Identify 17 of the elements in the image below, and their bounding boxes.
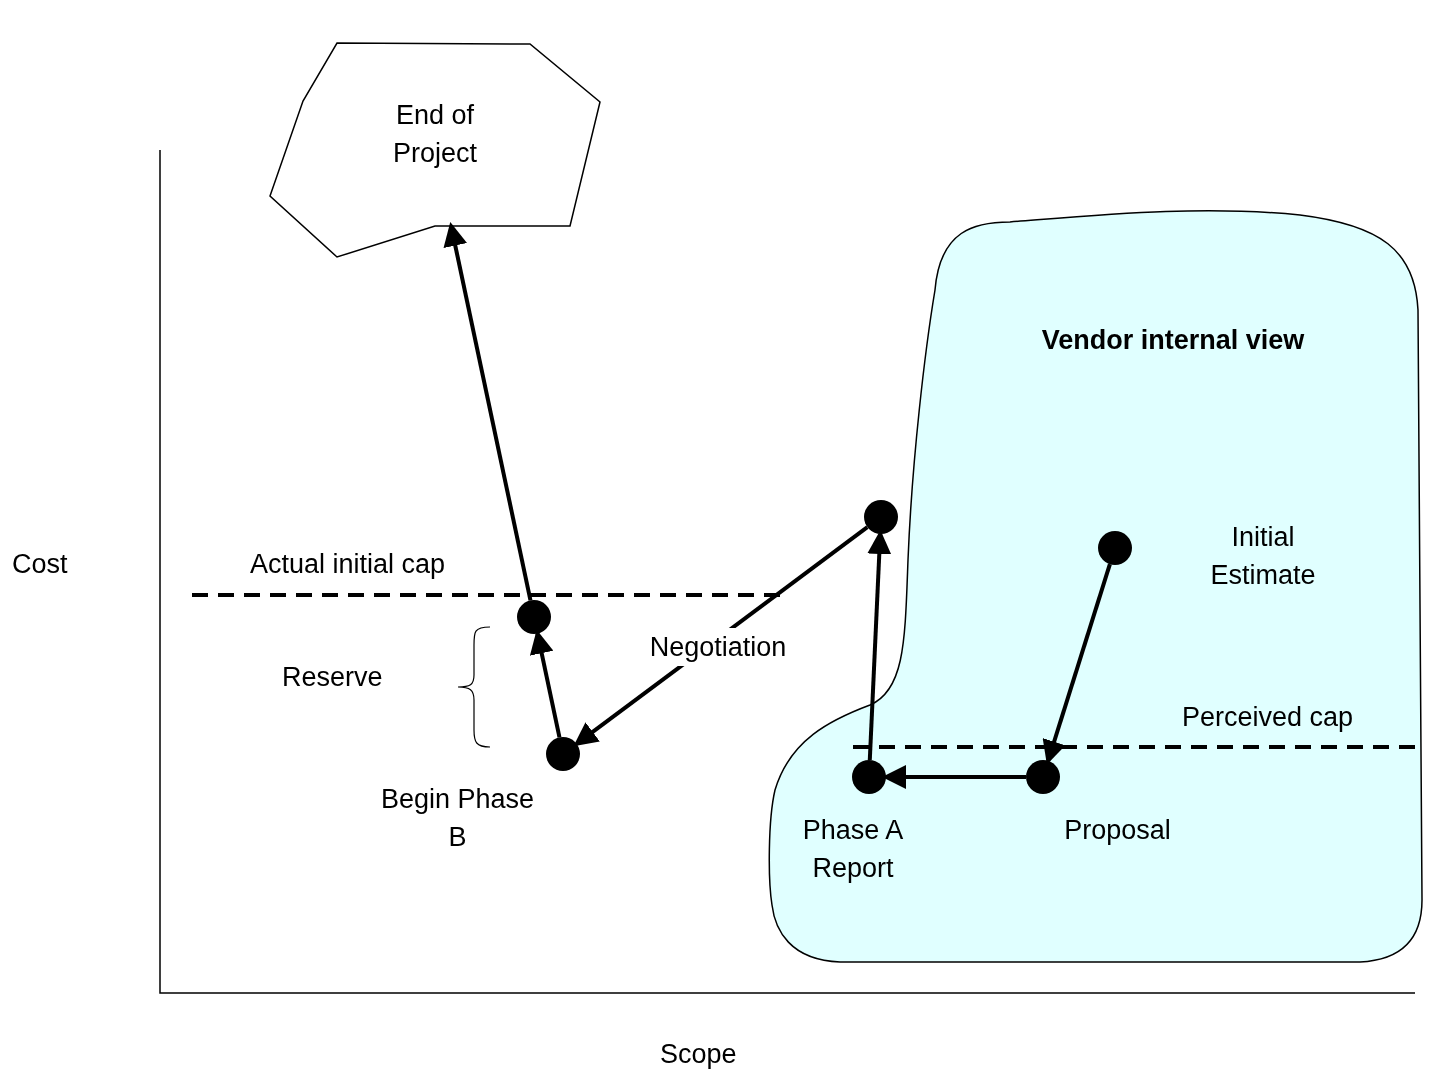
brace-label: Reserve [282, 661, 383, 694]
point-marker [864, 500, 898, 534]
arrow [882, 765, 1026, 789]
axis-label: Scope [660, 1038, 737, 1071]
point-label: Proposal [1063, 814, 1172, 847]
axis-label: Cost [12, 548, 68, 581]
point-label: Initial Estimate [1209, 521, 1317, 592]
arrow [867, 530, 892, 761]
arrow [1042, 563, 1112, 765]
point-label: Phase A Report [801, 814, 905, 885]
point-label: Begin Phase B [379, 783, 536, 854]
line-label: Perceived cap [1182, 701, 1354, 734]
line-label: Actual initial cap [250, 548, 446, 581]
arrow [443, 222, 533, 601]
point-marker [517, 600, 551, 634]
node-label: End of Project [391, 99, 478, 170]
region-title: Vendor internal view [1040, 324, 1306, 357]
